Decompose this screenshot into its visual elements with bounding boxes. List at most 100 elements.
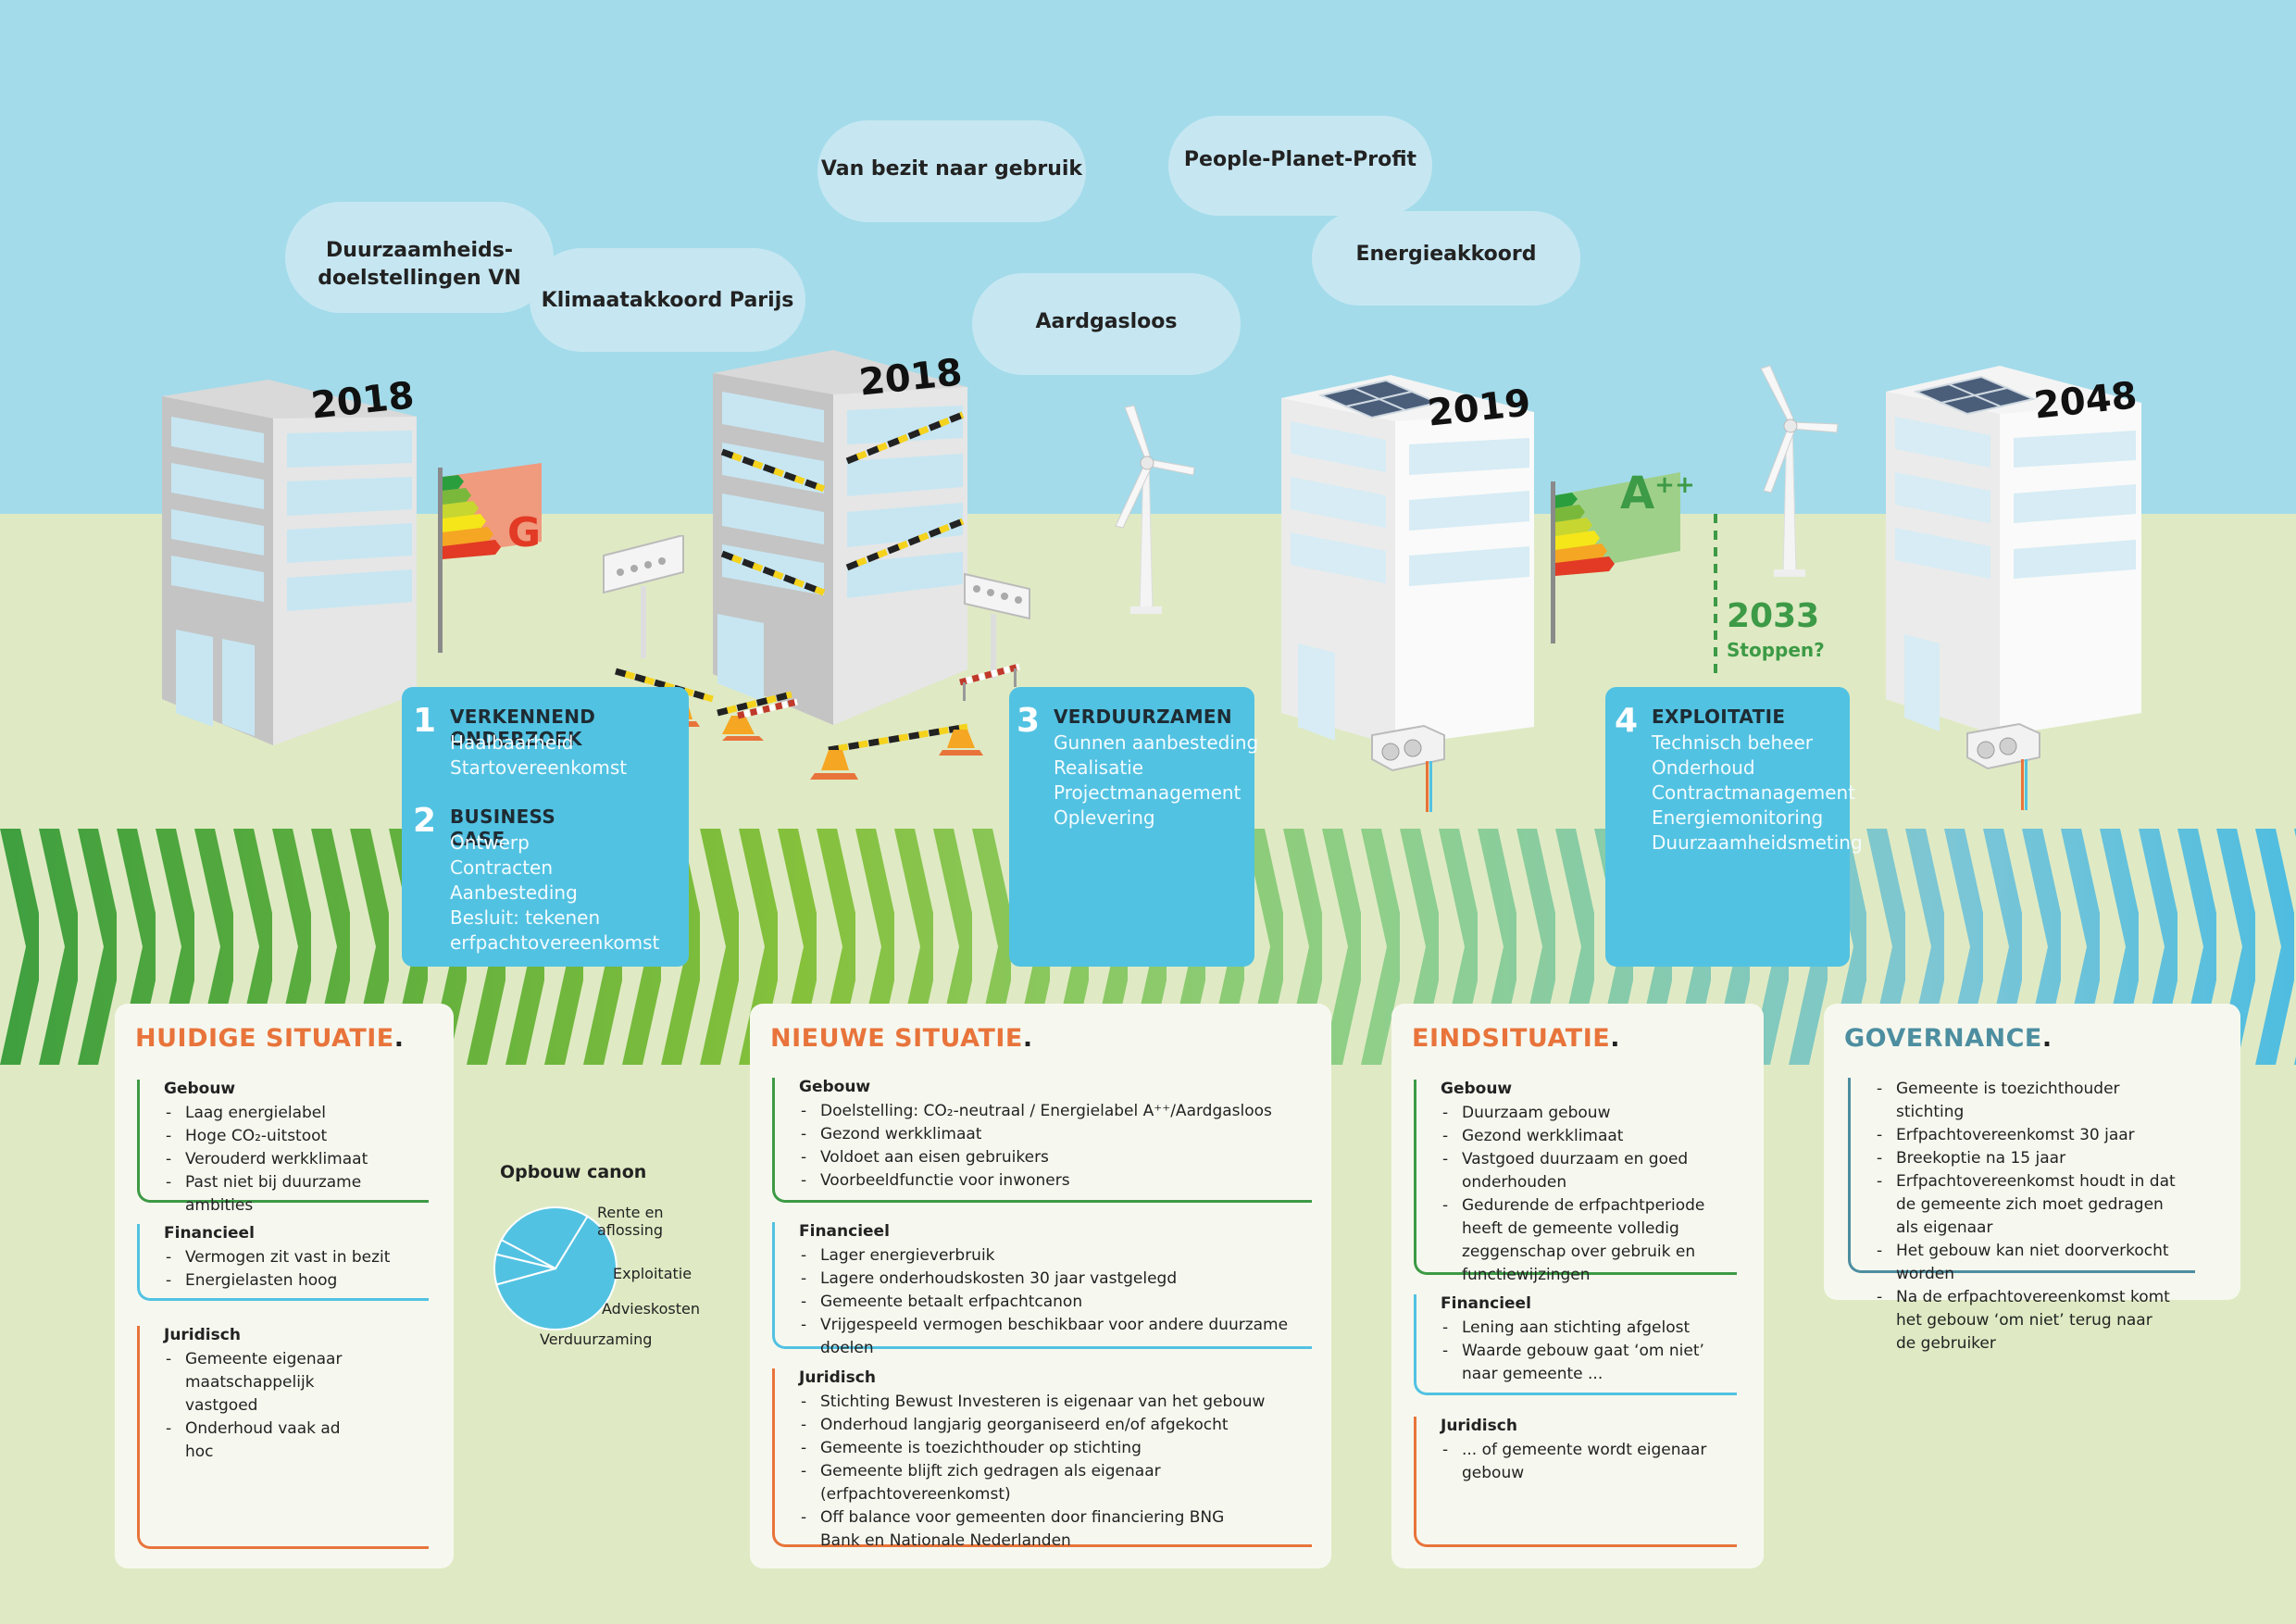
pie-chart: [493, 1206, 618, 1330]
panel-nieuwe-situatie: NIEUWE SITUATIE. Gebouw Doelstelling: CO…: [750, 1004, 1331, 1568]
cloud-energieakkoord: Energieakkoord: [1312, 211, 1580, 306]
list-item: Breekoptie na 15 jaar: [1875, 1147, 2177, 1170]
list-item: Het gebouw kan niet doorverkocht worden: [1875, 1240, 2177, 1286]
cloud-duurzaamheidsdoelstellingen: Duurzaamheids- doelstellingen VN: [285, 202, 554, 313]
cloud-aardgasloos: Aardgasloos: [972, 273, 1241, 375]
energy-label-app-letter: A: [1620, 468, 1655, 519]
list-item: Hoge CO₂-uitstoot: [164, 1125, 423, 1148]
pie-label-advieskosten: Advieskosten: [602, 1300, 700, 1318]
list-item: Gedurende de erfpachtperiode heeft de ge…: [1441, 1194, 1718, 1287]
list-item: Doelstelling: CO₂-neutraal / Energielabe…: [799, 1100, 1306, 1123]
section-financieel: Financieel Lening aan stichting afgelost…: [1414, 1294, 1737, 1395]
heat-pump-2: [1966, 722, 2040, 810]
step-title: VERDUURZAMEN: [1054, 706, 1232, 728]
energy-label-app-flag: [1551, 472, 1680, 643]
section-gebouw: Gebouw Doelstelling: CO₂-neutraal / Ener…: [772, 1078, 1312, 1203]
pie-label-rente: Rente en aflossing: [597, 1204, 664, 1239]
energy-label-g-flag: [438, 463, 542, 653]
section-heading: Juridisch: [799, 1368, 876, 1387]
step-item: Energiemonitoring: [1652, 806, 1824, 829]
section-financieel: Financieel Lager energieverbruik Lagere …: [772, 1222, 1312, 1357]
section-financieel: Financieel Vermogen zit vast in bezit En…: [137, 1224, 429, 1301]
section-heading: Financieel: [164, 1224, 255, 1243]
cloud-people-planet-profit: People-Planet-Profit: [1168, 116, 1432, 216]
list-item: Gemeente betaalt erfpachtcanon: [799, 1291, 1306, 1314]
panel-title: NIEUWE SITUATIE.: [770, 1024, 1033, 1053]
step-item: Haalbaarheid: [450, 731, 574, 754]
step-item: Realisatie: [1054, 756, 1144, 779]
panel-title: HUIDIGE SITUATIE.: [135, 1024, 405, 1053]
cloud-van-bezit: Van bezit naar gebruik: [817, 120, 1086, 222]
step-item: Contracten: [450, 856, 554, 879]
wind-turbine-1: [1115, 405, 1195, 614]
construction-barrier-4: [737, 698, 798, 719]
list-item: Vermogen zit vast in bezit: [164, 1246, 423, 1269]
section-heading: Gebouw: [799, 1078, 871, 1096]
panel-title: GOVERNANCE.: [1844, 1024, 2053, 1053]
pie-label-verduurzaming: Verduurzaming: [540, 1330, 653, 1348]
list-item: Voldoet aan eisen gebruikers: [799, 1146, 1306, 1169]
billboard-right: [964, 572, 1030, 679]
building-sustainable: [1281, 375, 1534, 745]
heat-pump-1: [1371, 724, 1445, 812]
section-heading: Juridisch: [1441, 1417, 1517, 1435]
step-item: Contractmanagement: [1652, 781, 1856, 804]
list-item: Na de erfpachtovereenkomst komt het gebo…: [1875, 1286, 2177, 1355]
panel-title: EINDSITUATIE.: [1412, 1024, 1620, 1053]
step-title: BUSINESS CASE: [450, 806, 556, 850]
step-number: 4: [1615, 702, 1639, 740]
list-item: Gezond werkklimaat: [1441, 1125, 1718, 1148]
construction-barrier-3: [959, 663, 1020, 701]
list-item: Gemeente blijft zich gedragen als eigena…: [799, 1460, 1266, 1506]
section-heading: Gebouw: [1441, 1080, 1513, 1098]
list-item: Past niet bij duurzame ambities: [164, 1171, 423, 1218]
section-governance: Gemeente is toezichthouder stichting Erf…: [1848, 1078, 2195, 1353]
panel-huidige-situatie: HUIDIGE SITUATIE. Gebouw Laag energielab…: [115, 1004, 454, 1568]
step-title: EXPLOITATIE: [1652, 706, 1786, 728]
list-item: ... of gemeente wordt eigenaar gebouw: [1441, 1439, 1731, 1485]
step-box-1-2: 1 VERKENNEND ONDERZOEK Haalbaarheid Star…: [402, 687, 689, 967]
wind-turbine-2: [1760, 365, 1839, 577]
section-heading: Gebouw: [164, 1080, 236, 1098]
step-number: 3: [1017, 702, 1041, 740]
step-title: VERKENNEND ONDERZOEK: [450, 706, 596, 750]
step-item: Aanbesteding: [450, 881, 578, 904]
cloud-label: Aardgasloos: [1035, 310, 1178, 333]
cloud-label: Duurzaamheids- doelstellingen VN: [318, 239, 521, 290]
list-item: Off balance voor gemeenten door financie…: [799, 1506, 1266, 1553]
construction-barrier-2: [810, 723, 983, 780]
step-number: 2: [413, 802, 437, 840]
billboard-left: [603, 535, 684, 658]
panel-governance: GOVERNANCE. Gemeente is toezichthouder s…: [1824, 1004, 2240, 1353]
energy-label-g: G: [507, 509, 542, 556]
list-item: Onderhoud vaak ad hoc: [164, 1418, 345, 1464]
section-heading: Financieel: [799, 1222, 890, 1241]
panel-eindsituatie: EINDSITUATIE. Gebouw Duurzaam gebouw Gez…: [1391, 1004, 1764, 1568]
list-item: Voorbeeldfunctie voor inwoners: [799, 1169, 1306, 1193]
step-item: Projectmanagement: [1054, 781, 1242, 804]
list-item: Gezond werkklimaat: [799, 1123, 1306, 1146]
building-renovation: [713, 350, 967, 725]
list-item: Gemeente is toezichthouder stichting: [1875, 1078, 2177, 1124]
list-item: Waarde gebouw gaat ‘om niet’ naar gemeen…: [1441, 1340, 1709, 1386]
step-item: Besluit: tekenen: [450, 906, 601, 929]
step-item: Startovereenkomst: [450, 756, 628, 779]
list-item: Lening aan stichting afgelost: [1441, 1317, 1709, 1340]
step-item: Onderhoud: [1652, 756, 1755, 779]
step-item: Oplevering: [1054, 806, 1155, 829]
step-box-4: 4 EXPLOITATIE Technisch beheer Onderhoud…: [1605, 687, 1863, 967]
list-item: Gemeente eigenaar maatschappelijk vastgo…: [164, 1348, 345, 1418]
cloud-label: People-Planet-Profit: [1183, 148, 1417, 171]
list-item: Erfpachtovereenkomst houdt in dat de gem…: [1875, 1170, 2177, 1240]
step-item: Gunnen aanbesteding: [1054, 731, 1259, 754]
list-item: Vrijgespeeld vermogen beschikbaar voor a…: [799, 1314, 1306, 1360]
section-juridisch: Juridisch Stichting Bewust Investeren is…: [772, 1368, 1312, 1550]
section-gebouw: Gebouw Duurzaam gebouw Gezond werkklimaa…: [1414, 1080, 1737, 1284]
list-item: Verouderd werkklimaat: [164, 1148, 423, 1171]
list-item: Lagere onderhoudskosten 30 jaar vastgele…: [799, 1268, 1306, 1291]
list-item: Erfpachtovereenkomst 30 jaar: [1875, 1124, 2177, 1147]
section-heading: Financieel: [1441, 1294, 1531, 1313]
pie-label-exploitatie: Exploitatie: [613, 1265, 693, 1282]
list-item: Stichting Bewust Investeren is eigenaar …: [799, 1391, 1266, 1414]
list-item: Lager energieverbruik: [799, 1244, 1306, 1268]
